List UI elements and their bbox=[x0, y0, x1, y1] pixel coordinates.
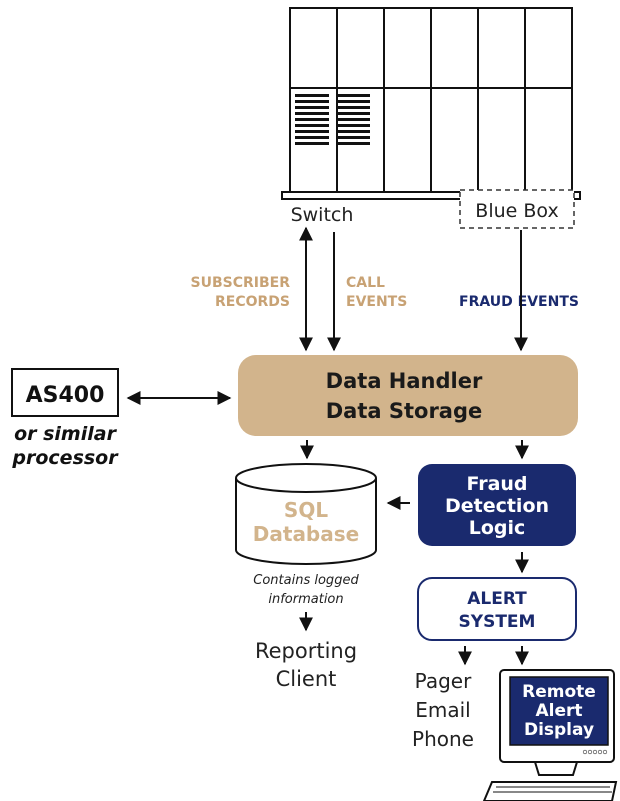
as400-box bbox=[11, 368, 119, 417]
data-handler-line1: Data Handler bbox=[326, 369, 483, 393]
remote-line1: Remote bbox=[522, 682, 596, 702]
sql-database-cylinder bbox=[235, 463, 377, 565]
as400-label: AS400 bbox=[26, 383, 105, 408]
blue-box-label: Blue Box bbox=[475, 200, 558, 222]
logged-info-line2: information bbox=[268, 592, 343, 607]
alert-line2: SYSTEM bbox=[459, 612, 536, 632]
sql-line2: Database bbox=[253, 522, 359, 546]
switch-label: Switch bbox=[291, 204, 354, 226]
fraud-events-label: FRAUD EVENTS bbox=[459, 294, 579, 310]
fraud-line3: Logic bbox=[469, 517, 526, 539]
remote-line2: Alert bbox=[535, 701, 582, 721]
remote-monitor bbox=[482, 669, 618, 801]
fraud-detection-box bbox=[418, 464, 576, 546]
blue-box bbox=[459, 189, 575, 229]
logged-info-line1: Contains logged bbox=[253, 573, 359, 588]
reporting-line1: Reporting bbox=[255, 639, 357, 663]
data-handler-box bbox=[238, 355, 578, 436]
subscriber-records-line1: SUBSCRIBER bbox=[191, 275, 291, 291]
fraud-line1: Fraud bbox=[466, 473, 527, 495]
call-events-line2: EVENTS bbox=[346, 294, 407, 310]
as400-caption-line1: or similar bbox=[14, 423, 118, 445]
notify-phone: Phone bbox=[412, 727, 474, 751]
fraud-line2: Detection bbox=[445, 495, 549, 517]
notify-pager: Pager bbox=[415, 669, 472, 693]
switch-stripes-1 bbox=[295, 94, 329, 145]
reporting-line2: Client bbox=[276, 667, 337, 691]
switch-stripes-2 bbox=[336, 94, 370, 145]
notify-email: Email bbox=[415, 698, 471, 722]
alert-system-box bbox=[417, 577, 577, 641]
alert-line1: ALERT bbox=[467, 589, 527, 609]
data-handler-line2: Data Storage bbox=[326, 399, 483, 423]
sql-line1: SQL bbox=[284, 498, 328, 522]
remote-line3: Display bbox=[524, 720, 594, 740]
subscriber-records-line2: RECORDS bbox=[215, 294, 290, 310]
switch-cabinet bbox=[281, 7, 581, 200]
as400-caption-line2: processor bbox=[11, 447, 119, 469]
call-events-line1: CALL bbox=[346, 275, 385, 291]
